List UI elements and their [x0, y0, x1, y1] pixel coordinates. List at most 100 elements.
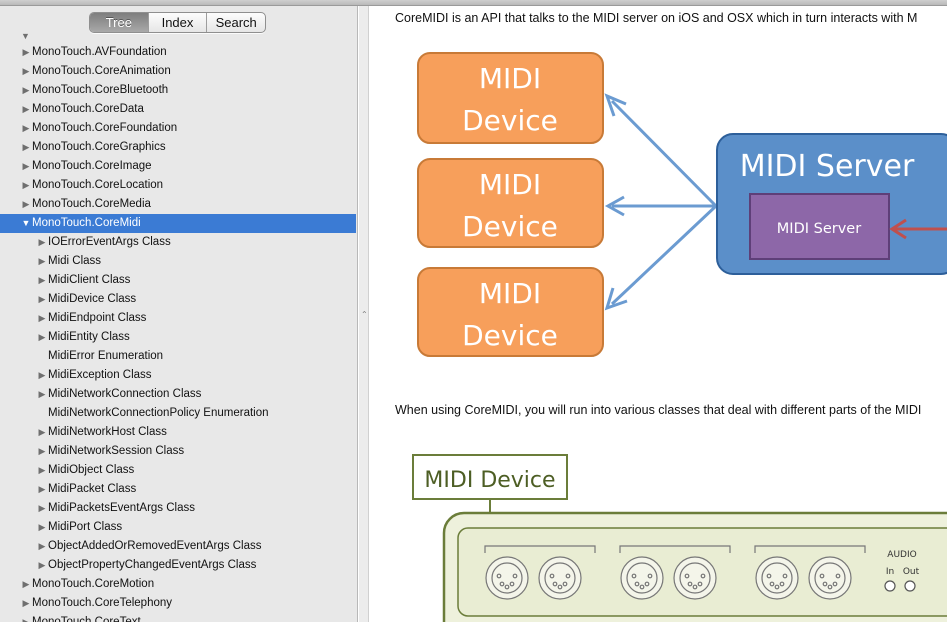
- disclosure-collapsed-icon[interactable]: ▶: [38, 522, 46, 532]
- disclosure-collapsed-icon[interactable]: ▶: [38, 427, 46, 437]
- midi-din-pin: [779, 581, 785, 587]
- tree-item[interactable]: ▶MidiEntity Class: [0, 328, 357, 347]
- midi-din-pin: [687, 581, 693, 587]
- tree-item[interactable]: ▶MonoTouch.CoreTelephony: [0, 594, 357, 613]
- disclosure-collapsed-icon[interactable]: ▶: [22, 180, 30, 190]
- disclosure-expanded-icon[interactable]: ▼: [21, 218, 31, 228]
- tree-item[interactable]: MidiError Enumeration: [0, 347, 357, 366]
- sidebar-splitter[interactable]: ⌃: [359, 6, 369, 622]
- tree-item[interactable]: ▶MidiDevice Class: [0, 290, 357, 309]
- tree-item-label: MonoTouch.CoreData: [32, 103, 144, 115]
- disclosure-collapsed-icon[interactable]: ▶: [22, 199, 30, 209]
- tree-item[interactable]: ▶MonoTouch.CoreLocation: [0, 176, 357, 195]
- disclosure-collapsed-icon[interactable]: ▶: [38, 256, 46, 266]
- device-1-line2: Device: [462, 104, 558, 137]
- disclosure-collapsed-icon[interactable]: ▶: [22, 123, 30, 133]
- midi-din-port-ring: [679, 562, 711, 594]
- disclosure-collapsed-icon[interactable]: ▶: [38, 446, 46, 456]
- tree-item-label: MonoTouch.AVFoundation: [32, 46, 167, 58]
- disclosure-collapsed-icon[interactable]: ▶: [22, 142, 30, 152]
- midi-din-pin: [684, 573, 690, 579]
- tree-item[interactable]: ▶MidiObject Class: [0, 461, 357, 480]
- midi-din-port-ring: [761, 562, 793, 594]
- midi-server-box: MIDI Server MIDI Server: [716, 133, 947, 275]
- disclosure-collapsed-icon[interactable]: ▶: [38, 484, 46, 494]
- disclosure-collapsed-icon[interactable]: ▶: [38, 560, 46, 570]
- tree-item-label: MonoTouch.CoreMotion: [32, 578, 155, 590]
- disclosure-collapsed-icon[interactable]: ▶: [38, 389, 46, 399]
- tree-item[interactable]: ▶MonoTouch.CoreAnimation: [0, 62, 357, 81]
- tree-item[interactable]: ▶MidiNetworkSession Class: [0, 442, 357, 461]
- tree-item[interactable]: ▶MidiNetworkHost Class: [0, 423, 357, 442]
- midi-din-pin: [565, 573, 571, 579]
- tree-item[interactable]: ▶ObjectAddedOrRemovedEventArgs Class: [0, 537, 357, 556]
- tree-item[interactable]: ▶MonoTouch.CoreMedia: [0, 195, 357, 214]
- tree-item[interactable]: ▶MonoTouch.CoreMotion: [0, 575, 357, 594]
- disclosure-collapsed-icon[interactable]: ▶: [22, 66, 30, 76]
- tab-tree[interactable]: Tree: [90, 13, 148, 32]
- window-toolbar-edge: [0, 0, 947, 6]
- tree-item[interactable]: ▶MidiException Class: [0, 366, 357, 385]
- midi-din-pin: [692, 584, 698, 590]
- device-1-line1: MIDI: [479, 62, 541, 95]
- disclosure-collapsed-icon[interactable]: ▶: [38, 275, 46, 285]
- tab-index[interactable]: Index: [147, 13, 207, 32]
- midi-din-pin: [647, 573, 653, 579]
- disclosure-collapsed-icon[interactable]: ▶: [22, 579, 30, 589]
- tree-item[interactable]: MidiNetworkConnectionPolicy Enumeration: [0, 404, 357, 423]
- tree-parent-expander-icon[interactable]: ▼: [21, 31, 30, 41]
- disclosure-collapsed-icon[interactable]: ▶: [22, 598, 30, 608]
- midi-din-pin: [631, 573, 637, 579]
- tree-item[interactable]: ▶IOErrorEventArgs Class: [0, 233, 357, 252]
- midi-din-pin: [496, 573, 502, 579]
- tree-item[interactable]: ▶MidiPacketsEventArgs Class: [0, 499, 357, 518]
- tree-item[interactable]: ▶MonoTouch.CoreBluetooth: [0, 81, 357, 100]
- tree-item-label: MidiPacket Class: [48, 483, 137, 495]
- audio-out-label: Out: [903, 567, 920, 577]
- midi-din-pin: [700, 573, 706, 579]
- disclosure-collapsed-icon[interactable]: ▶: [38, 294, 46, 304]
- disclosure-collapsed-icon[interactable]: ▶: [22, 47, 30, 57]
- midi-din-pin: [562, 581, 568, 587]
- midi-din-pin: [552, 581, 558, 587]
- server-inner-box: [749, 193, 890, 260]
- midi-din-port-ring: [544, 562, 576, 594]
- tree-item-label: MonoTouch.CoreText: [32, 616, 141, 622]
- disclosure-collapsed-icon[interactable]: ▶: [22, 104, 30, 114]
- audio-out-jack: [904, 580, 916, 592]
- disclosure-collapsed-icon[interactable]: ▶: [38, 465, 46, 475]
- disclosure-collapsed-icon[interactable]: ▶: [22, 85, 30, 95]
- tree-item[interactable]: ▶MonoTouch.CoreData: [0, 100, 357, 119]
- tree-item[interactable]: ▶MidiClient Class: [0, 271, 357, 290]
- disclosure-collapsed-icon[interactable]: ▶: [38, 237, 46, 247]
- disclosure-collapsed-icon[interactable]: ▶: [38, 370, 46, 380]
- tree-item-label: MidiNetworkConnectionPolicy Enumeration: [48, 407, 269, 419]
- tree-item[interactable]: ▶MidiNetworkConnection Class: [0, 385, 357, 404]
- tab-search[interactable]: Search: [206, 13, 265, 32]
- disclosure-collapsed-icon[interactable]: ▶: [38, 332, 46, 342]
- midi-din-pin: [639, 584, 645, 590]
- tree-item[interactable]: ▶MonoTouch.CoreImage: [0, 157, 357, 176]
- tree-item[interactable]: ▼MonoTouch.CoreMidi: [0, 214, 356, 233]
- tree-item-label: MidiObject Class: [48, 464, 135, 476]
- tree-item[interactable]: ▶MonoTouch.CoreFoundation: [0, 119, 357, 138]
- disclosure-collapsed-icon[interactable]: ▶: [38, 313, 46, 323]
- tree-item[interactable]: ▶Midi Class: [0, 252, 357, 271]
- tree-item[interactable]: ▶ObjectPropertyChangedEventArgs Class: [0, 556, 357, 575]
- tree-item[interactable]: ▶MonoTouch.CoreGraphics: [0, 138, 357, 157]
- disclosure-collapsed-icon[interactable]: ▶: [22, 161, 30, 171]
- connection-arrows: [604, 93, 718, 311]
- disclosure-collapsed-icon[interactable]: ▶: [38, 503, 46, 513]
- midi-din-pin: [782, 573, 788, 579]
- tree-item[interactable]: ▶MidiPort Class: [0, 518, 357, 537]
- tree-item-label: MonoTouch.CoreMedia: [32, 198, 151, 210]
- disclosure-collapsed-icon[interactable]: ▶: [22, 617, 30, 622]
- midi-din-port-ring: [491, 562, 523, 594]
- tree-item[interactable]: ▶MidiPacket Class: [0, 480, 357, 499]
- midi-din-pin: [819, 573, 825, 579]
- disclosure-collapsed-icon[interactable]: ▶: [38, 541, 46, 551]
- tree-item[interactable]: ▶MidiEndpoint Class: [0, 309, 357, 328]
- tree-item[interactable]: ▶MonoTouch.AVFoundation: [0, 43, 357, 62]
- midi-device-box-3: MIDI Device: [417, 267, 604, 357]
- tree-item[interactable]: ▶MonoTouch.CoreText: [0, 613, 357, 622]
